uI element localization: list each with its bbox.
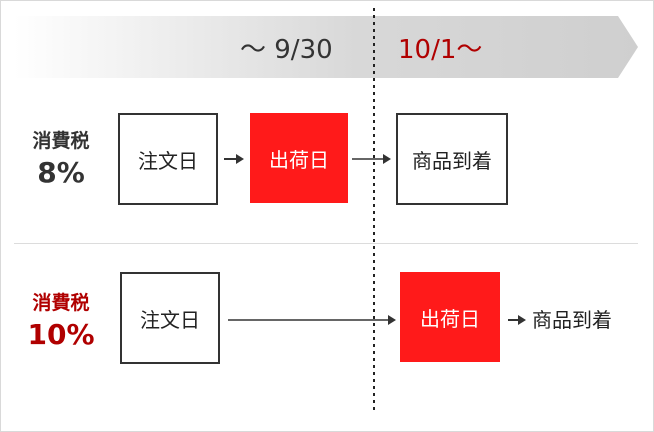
order-date-box: 注文日 xyxy=(118,113,218,205)
tax-name: 消費税 xyxy=(32,130,90,152)
tax-name: 消費税 xyxy=(32,292,90,314)
timeline-before-label: ～ 9/30 xyxy=(240,35,333,65)
ship-date-box: 出荷日 xyxy=(250,113,348,203)
timeline-after-label: 10/1～ xyxy=(398,35,483,65)
tax-rate: 8% xyxy=(37,156,85,189)
tax-rate: 10% xyxy=(27,318,95,351)
order-date-box: 注文日 xyxy=(120,272,220,364)
arrival-box: 商品到着 xyxy=(396,113,508,205)
timeline-arrow-bar xyxy=(14,16,638,78)
row-8-tax-label: 消費税 8% xyxy=(16,128,106,192)
row-10-tax-label: 消費税 10% xyxy=(16,290,106,354)
arrival-label: 商品到着 xyxy=(532,308,612,332)
ship-date-box: 出荷日 xyxy=(400,272,500,362)
row-divider xyxy=(14,243,638,244)
